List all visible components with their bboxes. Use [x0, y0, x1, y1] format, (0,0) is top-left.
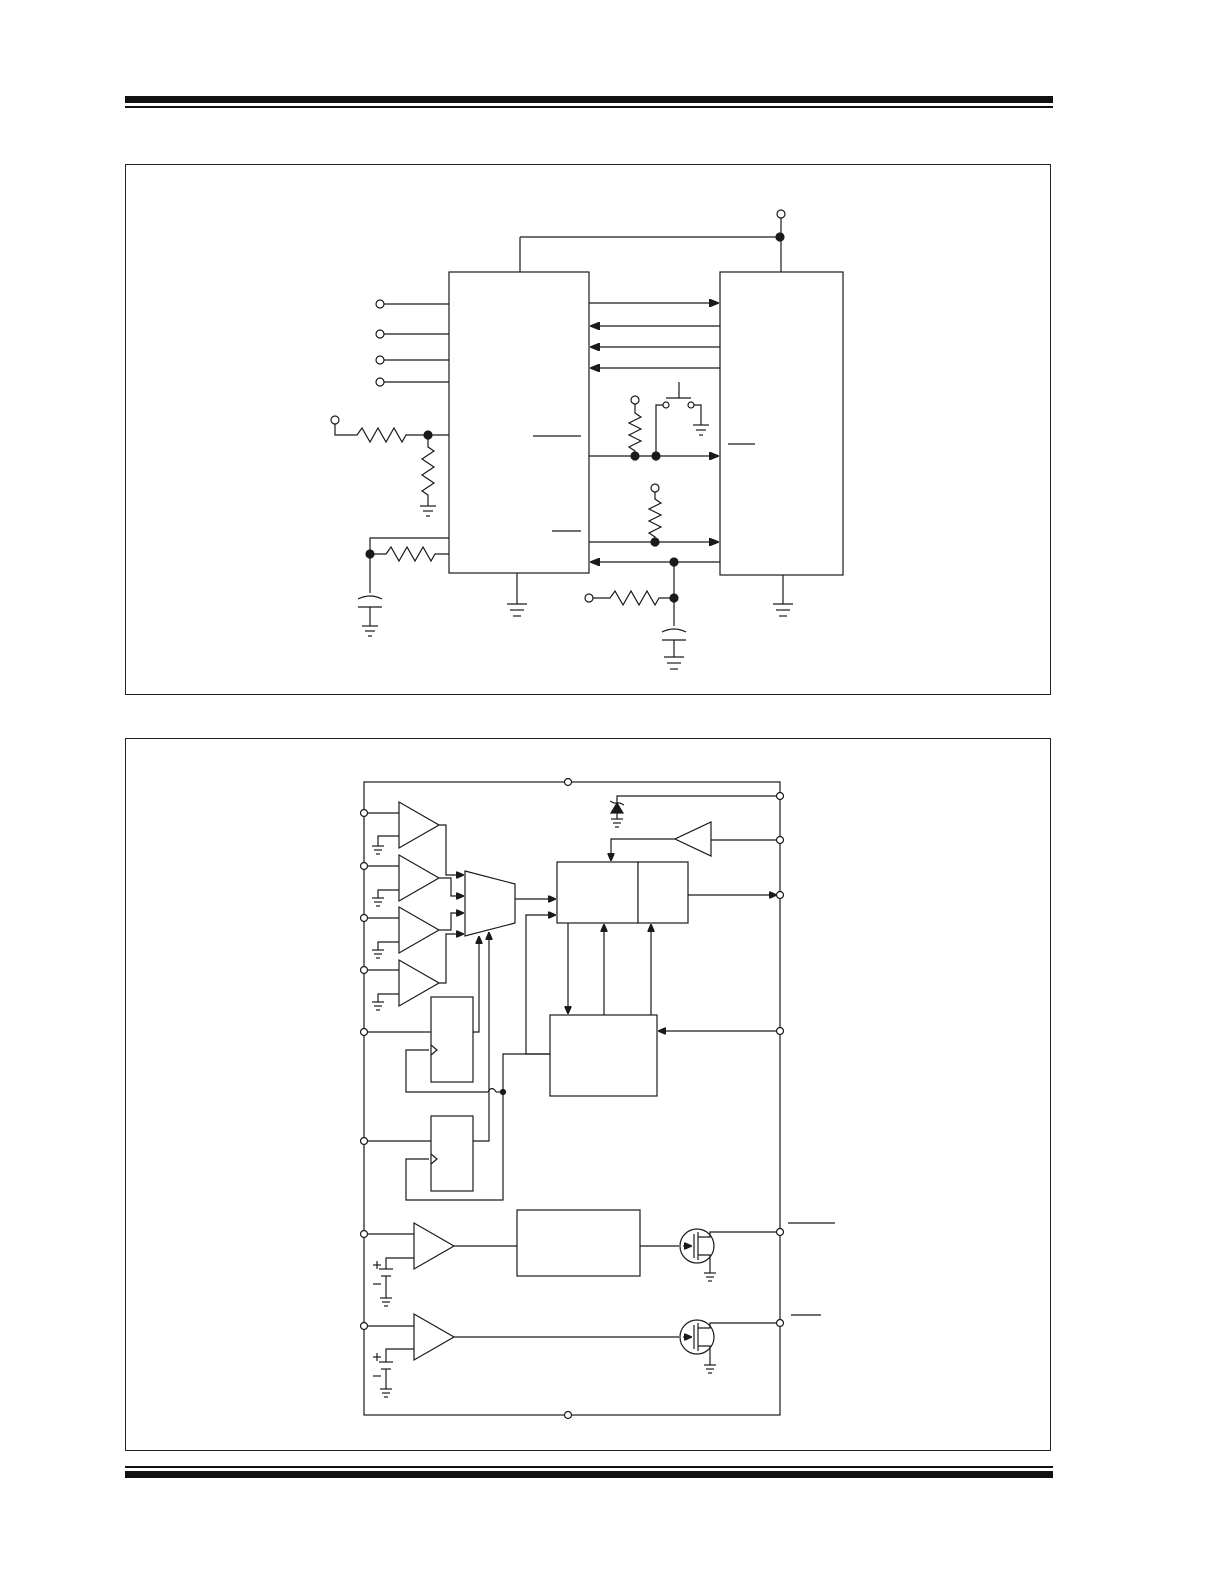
- divider-resistor-bottom: [420, 435, 436, 506]
- ground-symbol: [507, 603, 527, 617]
- alert-comparator-1: [367, 1221, 456, 1307]
- ground-symbol: [693, 424, 709, 436]
- alert-comparator-2: [367, 1312, 456, 1398]
- left-pin-2: [359, 861, 369, 871]
- left-pin-4: [359, 965, 369, 975]
- application-circuit-figure: [125, 164, 1051, 695]
- right-pin-2: [775, 835, 785, 845]
- converter-block: [556, 861, 639, 924]
- input-terminal-1: [375, 299, 385, 309]
- ground-symbol: [664, 656, 684, 670]
- ground-symbol: [362, 625, 378, 637]
- footer-rule-thin: [125, 1466, 1053, 1468]
- left-pin-1: [359, 808, 369, 818]
- functional-block-diagram-figure: [125, 738, 1051, 1451]
- input-amplifier-4: [367, 958, 441, 1011]
- device-block: [448, 271, 590, 574]
- footer-rule-thick: [125, 1471, 1053, 1478]
- top-pin: [563, 777, 573, 787]
- reference-zener: [609, 801, 625, 814]
- left-pin-3: [359, 913, 369, 923]
- right-pin-3: [775, 890, 785, 900]
- right-pin-1: [775, 791, 785, 801]
- control-logic-block: [549, 1014, 658, 1097]
- vdd-terminal: [776, 209, 786, 219]
- divider-terminal: [330, 415, 340, 425]
- right-pin-6: [775, 1318, 785, 1328]
- pullup-resistor-2: [647, 492, 663, 542]
- input-amplifier-3: [367, 905, 441, 959]
- ground-symbol: [420, 505, 436, 517]
- pullup-resistor-1: [627, 404, 643, 456]
- ground-symbol: [773, 603, 793, 617]
- latch-block-2: [430, 1115, 474, 1192]
- push-button: [662, 382, 695, 409]
- left-pin-8: [359, 1321, 369, 1331]
- divider-resistor-top: [334, 424, 449, 444]
- left-pin-7: [359, 1229, 369, 1239]
- header-rule-thin: [125, 106, 1053, 108]
- multiplexer: [464, 870, 516, 937]
- left-pin-5: [359, 1027, 369, 1037]
- bottom-pin: [563, 1410, 573, 1420]
- delay-block: [516, 1209, 641, 1277]
- register-block: [637, 861, 689, 924]
- input-terminal-4: [375, 377, 385, 387]
- input-amplifier-1: [367, 800, 441, 855]
- filter-capacitor: [661, 628, 687, 633]
- input-amplifier-2: [367, 853, 441, 907]
- rc-capacitor: [357, 595, 383, 600]
- right-pin-4: [775, 1026, 785, 1036]
- output-transistor-2: [679, 1319, 776, 1374]
- input-terminal-3: [375, 355, 385, 365]
- host-block: [719, 271, 844, 576]
- left-pin-6: [359, 1136, 369, 1146]
- right-buffer: [673, 821, 712, 857]
- header-rule-thick: [125, 96, 1053, 103]
- output-transistor-1: [679, 1228, 776, 1282]
- application-circuit-diagram: [330, 209, 844, 670]
- functional-block-diagram: [359, 777, 835, 1420]
- right-pin-5: [775, 1227, 785, 1237]
- filter-resistor: [593, 589, 674, 607]
- input-terminal-2: [375, 329, 385, 339]
- vdd-junction: [775, 232, 785, 242]
- latch-block-1: [430, 996, 474, 1083]
- rc-resistor: [370, 545, 449, 563]
